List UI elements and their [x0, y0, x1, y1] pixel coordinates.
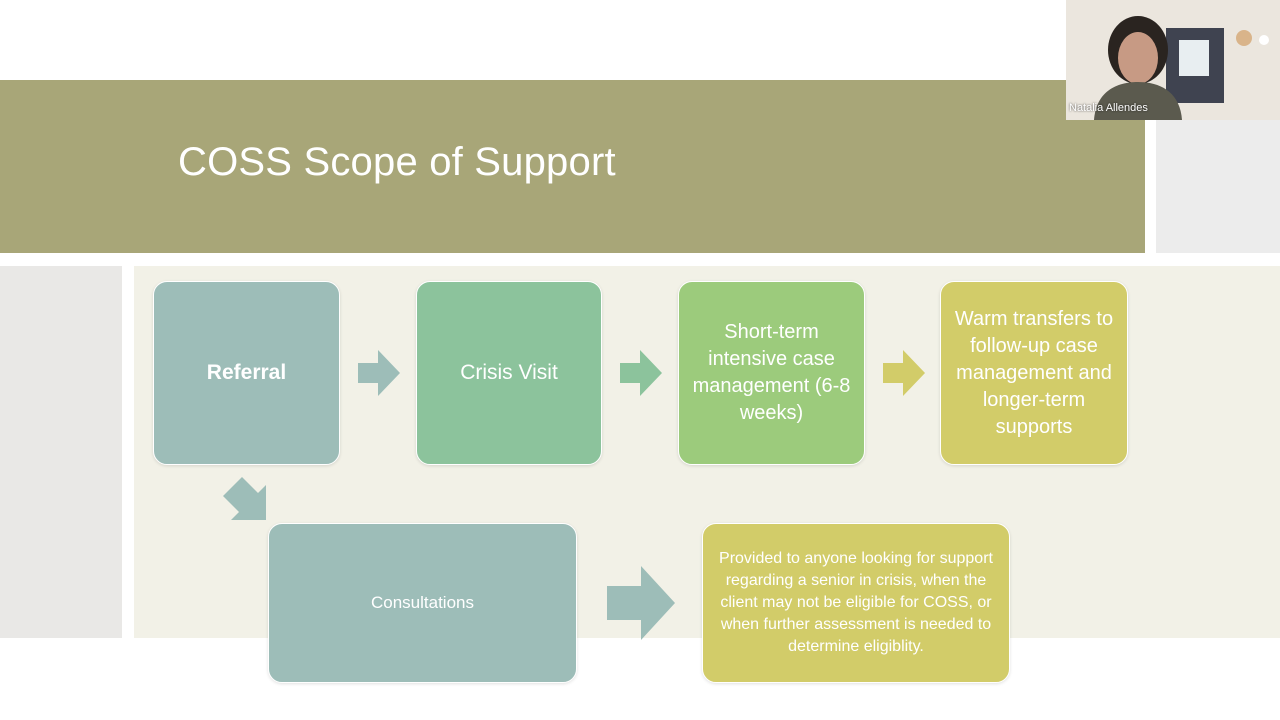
warm-transfers-box: Warm transfers to follow-up case managem… — [940, 281, 1128, 465]
title-band — [0, 80, 1145, 253]
referral-box: Referral — [153, 281, 340, 465]
right-arrow-icon — [620, 350, 662, 396]
slide-title: COSS Scope of Support — [178, 140, 616, 184]
participant-video[interactable] — [1066, 0, 1280, 120]
title-band-extension — [1156, 120, 1280, 253]
crisis-visit-box: Crisis Visit — [416, 281, 602, 465]
right-arrow-icon — [883, 350, 925, 396]
participant-video-feed — [1066, 0, 1280, 120]
right-arrow-icon — [607, 566, 675, 640]
consultations-box: Consultations — [268, 523, 577, 683]
side-panel — [0, 266, 122, 638]
consultations-description-box: Provided to anyone looking for support r… — [702, 523, 1010, 683]
participant-name: Natalia Allendes — [1069, 102, 1148, 114]
down-right-arrow-icon — [223, 477, 266, 520]
right-arrow-icon — [358, 350, 400, 396]
short-term-case-management-box: Short-term intensive case management (6-… — [678, 281, 865, 465]
